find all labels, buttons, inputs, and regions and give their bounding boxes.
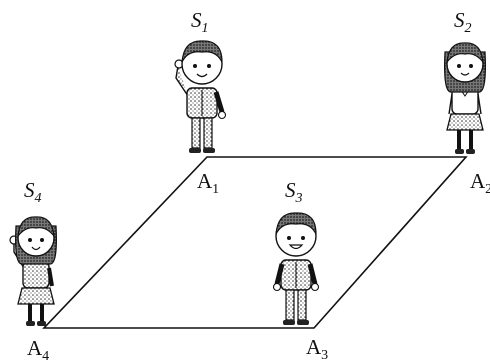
label-s4: S4 [24,178,42,206]
person-s2-icon [444,42,486,154]
person-s1-icon [174,40,227,153]
label-a2: A2 [470,169,490,197]
label-a3: A3 [306,335,328,363]
parallelogram [42,156,468,329]
label-s2: S2 [454,8,472,36]
label-a4: A4 [27,336,49,364]
person-s3-icon [272,212,320,325]
label-s3: S3 [285,178,303,206]
label-a1: A1 [197,169,219,197]
label-s1: S1 [191,8,209,36]
person-s4-icon [9,216,57,326]
